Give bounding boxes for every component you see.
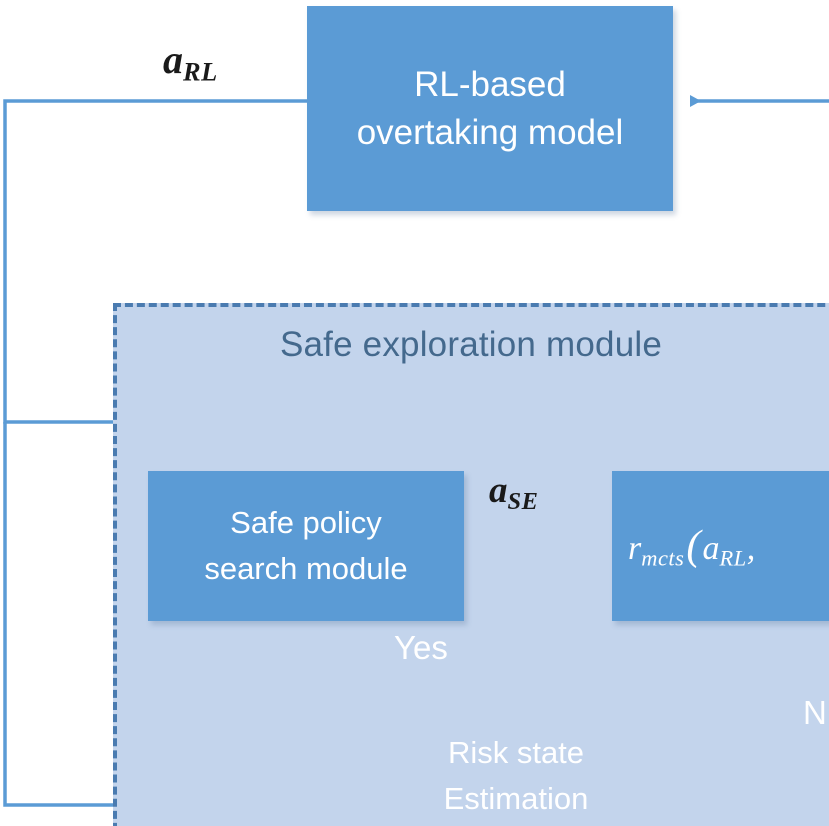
- risk-state-estimation-label: Risk state Estimation: [381, 730, 651, 822]
- rl-overtaking-model-box[interactable]: RL-based overtaking model: [307, 6, 673, 211]
- safe-policy-search-label-line2: search module: [204, 551, 408, 586]
- mcts-reward-comma: ,: [746, 529, 756, 567]
- mcts-reward-subscript: mcts: [641, 545, 685, 571]
- a-rl-base: a: [163, 37, 183, 82]
- a-se-base: a: [489, 470, 508, 511]
- mcts-reward-symbol: r: [628, 529, 642, 567]
- safe-policy-search-module-box[interactable]: Safe policy search module: [148, 471, 464, 621]
- risk-state-label-line2: Estimation: [443, 781, 589, 816]
- mcts-reward-arg-base: a: [702, 529, 720, 567]
- a-se-subscript: SE: [507, 487, 539, 515]
- rl-model-label-line1: RL-based: [414, 64, 566, 104]
- edge-label-a-rl: aRL: [163, 36, 218, 87]
- edge-label-no: N: [803, 694, 827, 731]
- edge-label-a-se: aSE: [489, 469, 538, 516]
- edge-label-yes: Yes: [394, 629, 448, 666]
- a-rl-subscript: RL: [183, 56, 218, 87]
- rl-model-label-line2: overtaking model: [356, 112, 624, 152]
- mcts-reward-expression: rmcts(aRL,: [628, 521, 755, 571]
- safe-policy-search-label-line1: Safe policy: [230, 505, 382, 540]
- safe-exploration-module-title: Safe exploration module: [279, 325, 663, 364]
- mcts-reward-box[interactable]: rmcts(aRL,: [612, 471, 829, 621]
- mcts-reward-open-paren: (: [686, 521, 701, 569]
- mcts-reward-arg-subscript: RL: [719, 545, 747, 571]
- risk-state-label-line1: Risk state: [447, 735, 585, 770]
